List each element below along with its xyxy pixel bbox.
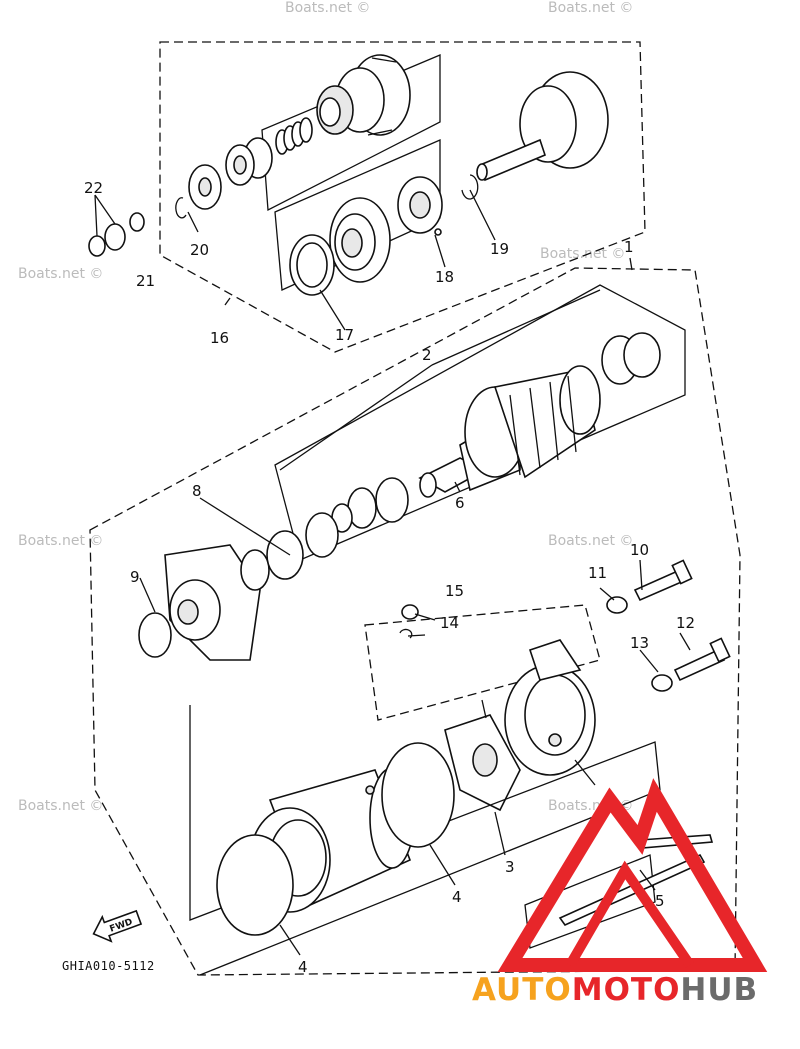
end-cover-7 — [504, 639, 596, 776]
part-number-19: 19 — [490, 240, 509, 258]
drive-shaft — [476, 71, 609, 182]
part-number-14: 14 — [440, 614, 459, 632]
circlip-19 — [461, 174, 479, 200]
bearing-housing — [329, 197, 391, 283]
part-number-9: 9 — [130, 568, 140, 586]
washer-stack — [305, 332, 661, 558]
part-number-3: 3 — [505, 858, 515, 876]
part-number-20: 20 — [190, 241, 209, 259]
part-number-18: 18 — [435, 268, 454, 286]
part-number-12: 12 — [676, 614, 695, 632]
front-cover — [164, 544, 261, 661]
bearing-8 — [240, 530, 304, 591]
part-number-21: 21 — [136, 272, 155, 290]
end-cover-group-outline — [364, 604, 601, 721]
part-number-4-left: 4 — [298, 958, 308, 976]
part-number-5: 5 — [655, 892, 665, 910]
forward-arrow: FWD — [92, 909, 143, 943]
assembly-outline — [89, 267, 741, 976]
brush-holder-3 — [444, 699, 521, 812]
washer-17 — [289, 234, 335, 296]
o-ring-9 — [138, 612, 172, 658]
part-number-16: 16 — [210, 329, 229, 347]
leader-lines — [139, 189, 691, 956]
bolts-10-12 — [606, 559, 731, 692]
part-number-17: 17 — [335, 326, 354, 344]
part-number-10: 10 — [630, 541, 649, 559]
logo-text-hub: HUB — [680, 972, 758, 1008]
clutch-group-outline — [159, 41, 646, 353]
part-number-2: 2 — [422, 346, 432, 364]
armature — [418, 365, 601, 498]
yoke-box — [189, 705, 661, 976]
part-number-labels: 1 2 3 4 4 5 6 7 8 9 10 11 12 13 14 15 16… — [84, 179, 695, 976]
watermark-left: Boats.net © — [18, 266, 103, 282]
watermark-top-right: Boats.net © — [548, 0, 633, 16]
pinion-stop — [225, 137, 273, 186]
watermark-top: Boats.net © — [285, 0, 370, 16]
watermark-left-3: Boats.net © — [18, 798, 103, 814]
part-number-22: 22 — [84, 179, 103, 197]
part-number-4-right: 4 — [452, 888, 462, 906]
spring — [275, 117, 313, 155]
retainer-18 — [397, 176, 443, 236]
watermark-mid-right: Boats.net © — [540, 246, 625, 262]
part-number-15: 15 — [445, 582, 464, 600]
pinion-clutch — [316, 54, 411, 136]
gasket-4-right — [381, 742, 455, 848]
svg-text:AUTOMOTOHUB: AUTOMOTOHUB — [472, 972, 758, 1008]
logo-text-moto: MOTO — [572, 972, 681, 1008]
part-number-8: 8 — [192, 482, 202, 500]
logo-text-auto: AUTO — [472, 972, 572, 1008]
shaft-seal-set — [88, 194, 145, 257]
circlip-20 — [175, 197, 187, 219]
part-number-1: 1 — [624, 238, 634, 256]
collar — [188, 164, 222, 210]
watermark-right-2: Boats.net © — [548, 533, 633, 549]
yoke-4 — [249, 767, 415, 913]
part-number-11: 11 — [588, 564, 607, 582]
part-number-13: 13 — [630, 634, 649, 652]
gasket-4-left — [216, 834, 294, 936]
automotohub-logo: AUTOMOTOHUB — [472, 778, 768, 1008]
part-number-6: 6 — [455, 494, 465, 512]
watermark-left-2: Boats.net © — [18, 533, 103, 549]
logo-triangle — [497, 778, 768, 972]
diagram-code: GHIA010-5112 — [62, 959, 155, 973]
